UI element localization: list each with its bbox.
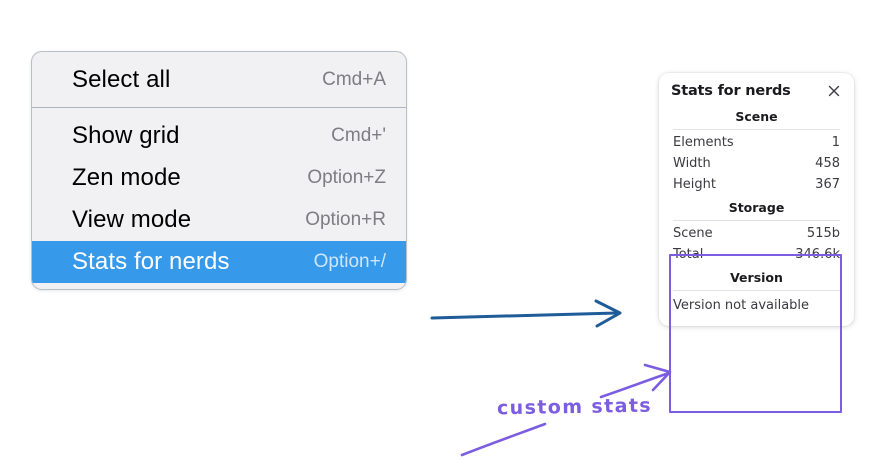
stat-row: Scene 515b <box>671 224 842 245</box>
menu-item-label: View mode <box>72 206 192 233</box>
menu-item-select-all[interactable]: Select all Cmd+A <box>32 59 406 101</box>
close-icon[interactable] <box>826 83 842 99</box>
menu-item-label: Select all <box>72 66 171 93</box>
menu-item-zen-mode[interactable]: Zen mode Option+Z <box>32 157 406 199</box>
menu-item-shortcut: Cmd+A <box>322 69 386 90</box>
stat-key: Width <box>673 155 711 171</box>
callout-label-custom-stats: custom stats <box>496 394 653 420</box>
stat-value: 367 <box>815 176 840 192</box>
stat-row: Elements 1 <box>671 133 842 154</box>
menu-item-view-mode[interactable]: View mode Option+R <box>32 199 406 241</box>
section-divider <box>673 289 840 291</box>
stat-value: 515b <box>806 225 840 241</box>
section-divider <box>673 219 840 221</box>
menu-item-label: Stats for nerds <box>72 248 230 275</box>
panel-title: Stats for nerds <box>671 83 791 99</box>
stat-key: Elements <box>673 135 734 150</box>
menu-group-1: Select all Cmd+A <box>32 52 406 107</box>
section-heading-scene: Scene <box>735 109 778 124</box>
stat-value: 1 <box>831 135 840 150</box>
section-divider <box>673 129 840 130</box>
stat-key: Total <box>673 246 704 262</box>
purple-underline-annotation <box>460 422 547 457</box>
menu-item-show-grid[interactable]: Show grid Cmd+' <box>32 115 406 157</box>
context-menu[interactable]: Select all Cmd+A Show grid Cmd+' Zen mod… <box>31 51 407 290</box>
menu-group-2: Show grid Cmd+' Zen mode Option+Z View m… <box>32 107 406 289</box>
menu-item-label: Show grid <box>72 122 180 149</box>
blue-arrow-annotation <box>430 299 622 328</box>
section-heading-version: Version <box>730 269 783 285</box>
menu-item-shortcut: Option+/ <box>313 251 386 272</box>
stat-row: Width 458 <box>671 154 842 175</box>
stat-key: Scene <box>673 225 713 241</box>
menu-item-shortcut: Option+R <box>305 209 386 230</box>
menu-item-shortcut: Cmd+' <box>331 125 386 146</box>
purple-arrow-annotation <box>599 363 672 399</box>
stat-row: Height 367 <box>671 175 842 196</box>
stat-row: Total 346.6k <box>671 245 842 266</box>
stat-key: Height <box>673 176 716 192</box>
version-not-available-text: Version not available <box>673 297 810 313</box>
stat-value: 346.6k <box>795 246 840 262</box>
section-heading-storage: Storage <box>728 199 785 215</box>
menu-item-stats-for-nerds[interactable]: Stats for nerds Option+/ <box>32 241 406 283</box>
menu-item-shortcut: Option+Z <box>307 167 386 188</box>
panel-titlebar: Stats for nerds <box>671 83 842 99</box>
menu-item-label: Zen mode <box>72 164 181 191</box>
stats-for-nerds-panel: Stats for nerds Scene Elements 1 Width 4… <box>659 73 854 326</box>
stat-value: 458 <box>815 155 840 171</box>
